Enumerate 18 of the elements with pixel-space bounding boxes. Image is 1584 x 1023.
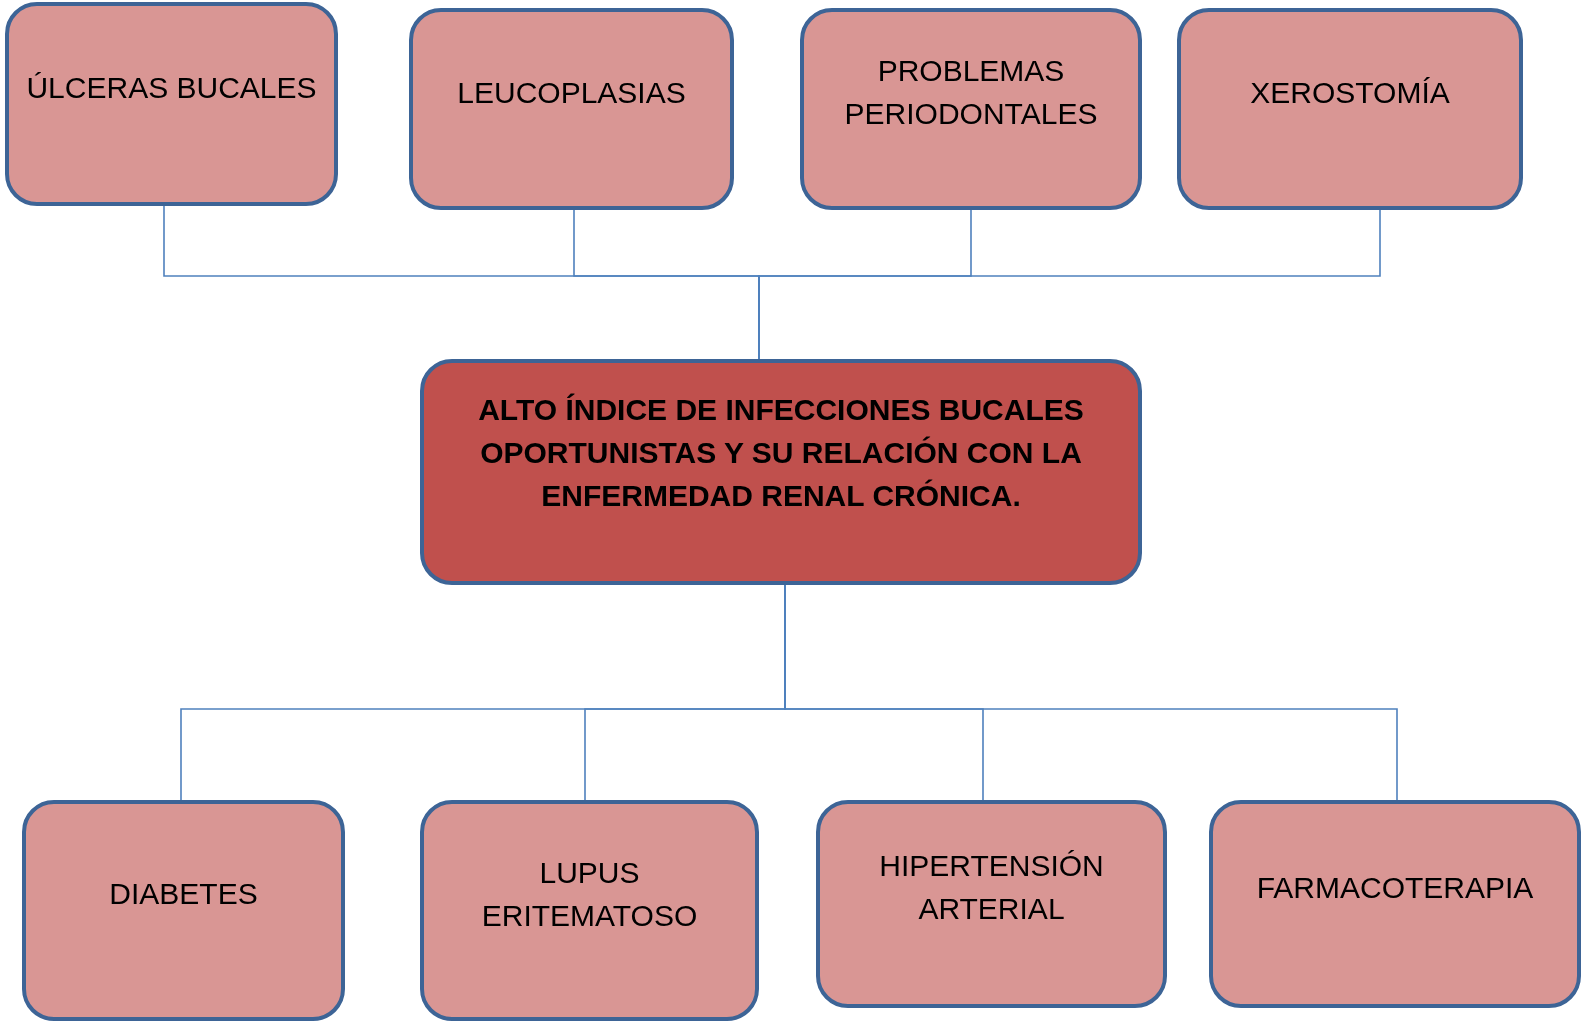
box-label: ÚLCERAS BUCALES	[26, 69, 317, 106]
topic-box	[1209, 800, 1581, 1008]
topic-box	[1177, 8, 1523, 210]
topic-box	[409, 8, 734, 210]
topic-box	[800, 8, 1142, 210]
box-label: PROBLEMAS PERIODONTALES	[843, 53, 1099, 132]
topic-box	[5, 2, 338, 206]
topic-box	[420, 800, 759, 1021]
box-label: ALTO ÍNDICE DE INFECCIONES BUCALES OPORTUNISTAS Y SU RELACIÓN CON LA ENFERMEDAD RENAL CRÓNICA.	[477, 391, 1085, 514]
box-label: LUPUS ERITEMATOSO	[480, 854, 699, 934]
box-label: HIPERTENSIÓN ARTERIAL	[878, 848, 1105, 927]
box-label: LEUCOPLASIAS	[457, 74, 686, 111]
topic-box	[22, 800, 345, 1021]
box-label: FARMACOTERAPIA	[1256, 869, 1534, 906]
topic-box	[816, 800, 1167, 1008]
box-label: XEROSTOMÍA	[1250, 74, 1450, 111]
box-label: DIABETES	[109, 876, 258, 912]
central-problem-box	[420, 359, 1142, 585]
